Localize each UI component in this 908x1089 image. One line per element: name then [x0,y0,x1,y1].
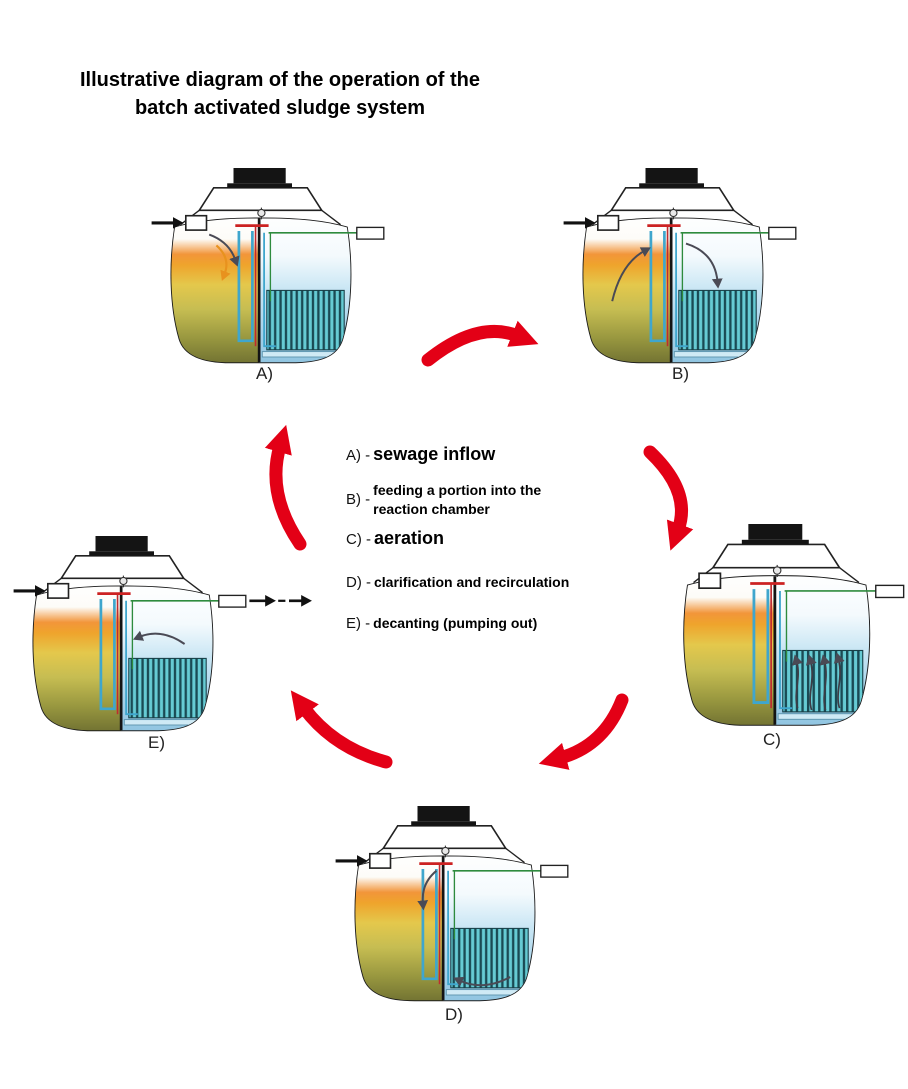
cycle-arrow-d-to-e [290,690,393,769]
legend-item-c: C) - aeration [346,528,444,549]
tank-label-b: B) [672,364,689,383]
legend-label-e: decanting (pumping out) [373,615,538,631]
title-line2: batch activated sludge system [134,97,426,119]
legend-key-e: E) - [346,615,371,632]
flow-arrows-e [132,630,186,645]
title-line1: Illustrative diagram of the operation of… [79,69,481,91]
legend-label-b-line1: feeding a portion into the [373,482,542,498]
diagram-title: Illustrative diagram of the operation of… [30,66,530,122]
tank-label-e: E) [148,733,165,752]
tank-figure-b [563,168,796,366]
legend-key-c: C) - [346,531,371,548]
tank-label-a: A) [256,364,273,383]
cycle-arrow-e-to-a [264,424,307,551]
tank-label-d: D) [445,1005,463,1024]
flow-arrows-d [417,870,511,987]
cycle-arrow-c-to-d [538,693,629,770]
tank-figure-e [13,536,312,734]
legend-item-a: A) - sewage inflow [346,444,495,465]
legend-label-c: aeration [374,528,445,548]
legend-label-d: clarification and recirculation [374,574,570,590]
legend-item-e: E) - decanting (pumping out) [346,614,537,633]
legend-key-b: B) - [346,491,371,509]
legend-key-a: A) - [346,447,371,464]
aeration-arrows-c [792,652,845,711]
flow-arrows-b [611,242,723,302]
cycle-arrows [264,320,694,770]
legend-key-d: D) - [346,574,371,591]
legend-label-b: feeding a portion into the reaction cham… [373,481,541,519]
tank-figure-a [151,168,384,366]
tank-label-c: C) [763,730,781,749]
cycle-arrow-a-to-b [421,320,539,367]
legend-label-b-line2: reaction chamber [373,500,490,517]
tank-figure-c [680,524,903,729]
legend-item-d: D) - clarification and recirculation [346,573,569,592]
legend-item-b: B) - feeding a portion into the reaction… [346,481,541,519]
flow-arrows-a [208,233,240,281]
cycle-arrow-b-to-c [643,445,694,551]
legend-label-a: sewage inflow [373,444,496,464]
tank-figure-d [335,806,568,1004]
